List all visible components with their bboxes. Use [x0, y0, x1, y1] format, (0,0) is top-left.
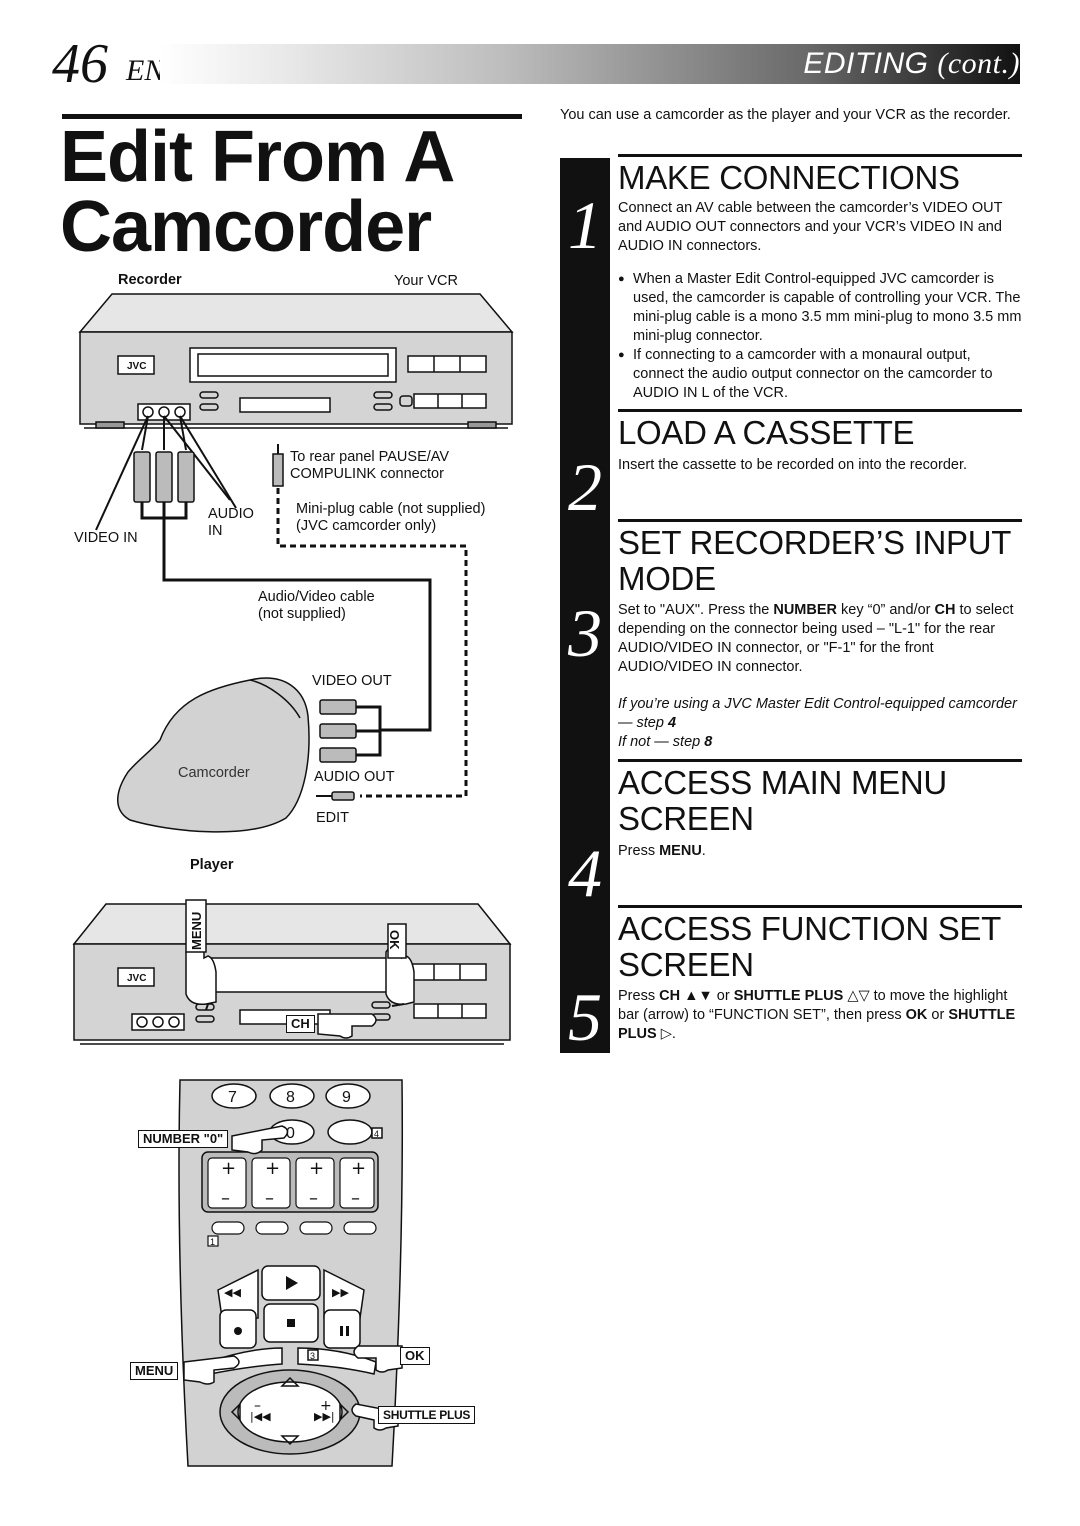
jvc-logo: JVC: [127, 361, 146, 372]
svg-text:+: +: [265, 1158, 280, 1179]
mini-number-4: 4: [374, 1129, 379, 1139]
step-5-number: 5: [568, 979, 602, 1055]
remote-key-8: 8: [286, 1089, 295, 1106]
svg-text:–: –: [254, 1398, 261, 1414]
section-name: EDITING: [803, 47, 929, 80]
step-3-note: If you’re using a JVC Master Edit Contro…: [618, 696, 1017, 731]
page-number: 46: [52, 33, 108, 95]
step-4-rule: [618, 759, 1022, 762]
remote-key-7: 7: [228, 1089, 237, 1106]
audio-in-label: IN: [208, 523, 223, 539]
mini-number-1: 1: [210, 1237, 215, 1247]
ok-label: OK: [400, 1347, 430, 1365]
step-3-heading-line: SET RECORDER’S INPUT: [618, 524, 1012, 561]
section-title: EDITING (cont.): [803, 46, 1020, 82]
step-3-heading: SET RECORDER’S INPUT MODE: [618, 525, 1022, 597]
svg-text:–: –: [351, 1188, 360, 1209]
step-3-heading-line: MODE: [618, 560, 716, 597]
title-rule: [62, 114, 522, 119]
step-1-number: 1: [568, 187, 602, 263]
audio-out-label: AUDIO OUT: [314, 769, 395, 785]
step-2-rule: [618, 409, 1022, 412]
menu-label: MENU: [130, 1362, 179, 1380]
step-5-text: Press CH ▲▼ or SHUTTLE PLUS △▽ to move t…: [618, 988, 1016, 1042]
step-1-text: Connect an AV cable between the camcorde…: [618, 200, 1003, 254]
camcorder-label: Camcorder: [178, 765, 250, 781]
svg-text:+: +: [309, 1158, 324, 1179]
av-cable-label: (not supplied): [258, 606, 346, 622]
miniplug-label: Mini-plug cable (not supplied): [296, 501, 486, 517]
step-1-bullet: When a Master Edit Control-equipped JVC …: [618, 270, 1022, 346]
svg-text:▶▶|: ▶▶|: [314, 1410, 335, 1423]
svg-text:▶▶: ▶▶: [332, 1286, 349, 1299]
step-5-heading: ACCESS FUNCTION SET SCREEN: [618, 910, 1002, 983]
step-3-text: Set to "AUX". Press the NUMBER key “0” a…: [618, 602, 1014, 675]
svg-text:–: –: [309, 1188, 318, 1209]
miniplug-label: (JVC camcorder only): [296, 518, 437, 534]
step-4-number: 4: [568, 835, 602, 911]
step-1-heading: MAKE CONNECTIONS: [618, 159, 960, 196]
shuttle-plus-label: SHUTTLE PLUS: [378, 1406, 476, 1424]
ok-vertical-label: OK: [387, 930, 402, 950]
step-1-bullet: If connecting to a camcorder with a mona…: [618, 346, 1022, 403]
page-title: Edit From A Camcorder: [60, 117, 453, 267]
step-4-text: Press MENU.: [618, 843, 706, 859]
svg-text:|◀◀: |◀◀: [250, 1410, 271, 1423]
av-cable-label: Audio/Video cable: [258, 589, 375, 605]
ch-label: CH: [286, 1015, 315, 1033]
svg-text:+: +: [351, 1158, 366, 1179]
svg-text:+: +: [320, 1398, 332, 1414]
step-3-number: 3: [568, 595, 602, 671]
rear-panel-label: COMPULINK connector: [290, 466, 444, 482]
intro-text: You can use a camcorder as the player an…: [560, 107, 1011, 123]
video-out-label: VIDEO OUT: [312, 673, 392, 689]
number-0-label: NUMBER "0": [138, 1130, 229, 1148]
audio-in-label: AUDIO: [208, 506, 254, 522]
step-2-text: Insert the cassette to be recorded on in…: [618, 457, 968, 473]
mini-number-3: 3: [310, 1351, 315, 1361]
step-3-note: If not — step 8: [618, 734, 713, 750]
rear-panel-label: To rear panel PAUSE/AV: [290, 449, 450, 465]
player-label: Player: [190, 857, 234, 873]
svg-text:–: –: [221, 1188, 230, 1209]
svg-text:–: –: [265, 1188, 274, 1209]
section-cont: (cont.): [937, 47, 1020, 80]
remote-key-0: 0: [286, 1125, 295, 1142]
remote-key-9: 9: [342, 1089, 351, 1106]
step-number-bar: [560, 158, 610, 1053]
svg-text:+: +: [221, 1158, 236, 1179]
jvc-logo: JVC: [127, 973, 146, 984]
header-band: [160, 44, 1020, 84]
step-5-rule: [618, 905, 1022, 908]
step-1-rule: [618, 154, 1022, 157]
recorder-label: Recorder: [118, 272, 182, 288]
step-4-heading: ACCESS MAIN MENU SCREEN: [618, 764, 947, 837]
step-2-number: 2: [568, 449, 602, 525]
step-3-rule: [618, 519, 1022, 522]
video-in-label: VIDEO IN: [74, 530, 138, 546]
your-vcr-label: Your VCR: [394, 273, 458, 289]
edit-label: EDIT: [316, 810, 350, 826]
menu-vertical-label: MENU: [189, 912, 204, 950]
svg-text:◀◀: ◀◀: [224, 1286, 241, 1299]
page-language: EN: [126, 54, 165, 87]
step-2-heading: LOAD A CASSETTE: [618, 414, 915, 451]
